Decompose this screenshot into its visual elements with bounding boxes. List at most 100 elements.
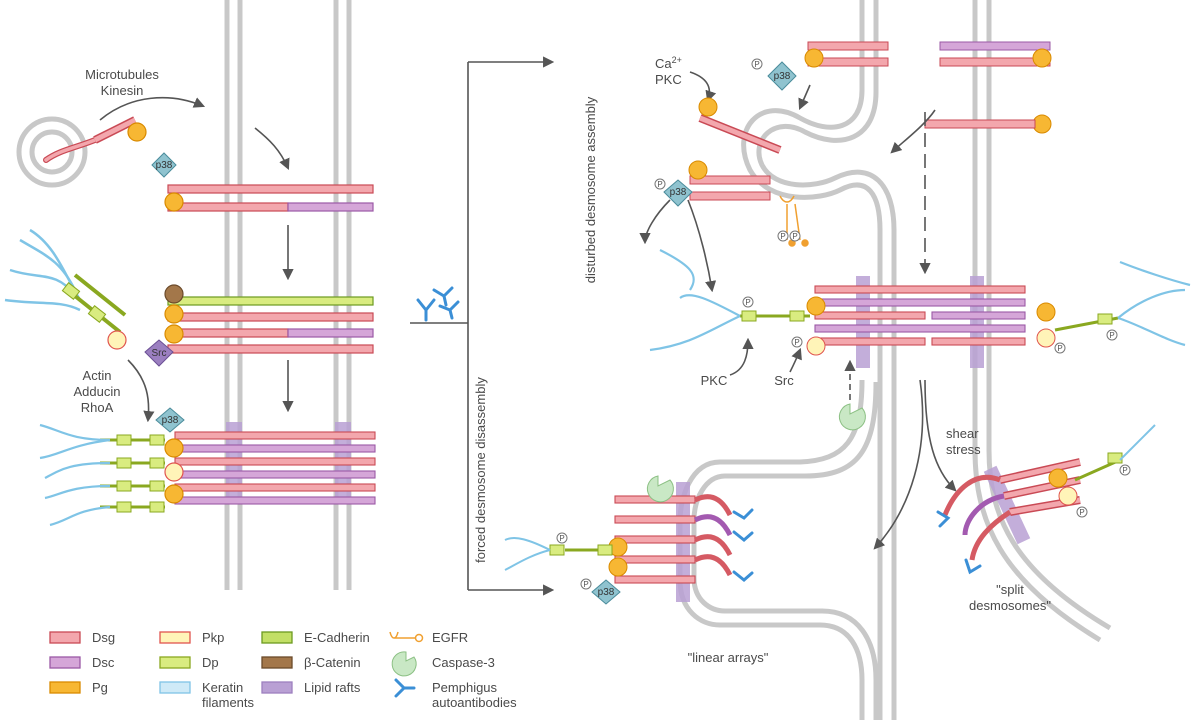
legend-label: Pkp: [202, 630, 224, 645]
arrow-microtubules: [99, 96, 206, 121]
svg-text:p38: p38: [774, 71, 791, 82]
dp-cluster-left: [61, 273, 127, 350]
keratin-cluster-left: [4, 228, 82, 312]
svg-text:P: P: [792, 232, 797, 241]
svg-text:P: P: [794, 338, 799, 347]
vesicle-dsg: [43, 116, 147, 163]
kinesin-label: Kinesin: [101, 83, 144, 98]
svg-text:P: P: [583, 580, 588, 589]
legend-label: Dsg: [92, 630, 115, 645]
legend-item-pg: Pg: [49, 680, 108, 695]
legend-label-line2: autoantibodies: [432, 695, 517, 710]
split-label-1: "split: [996, 582, 1024, 597]
legend-swatch: [49, 631, 81, 644]
disturbed-label: disturbed desmosome assembly: [583, 96, 598, 283]
legend-swatch: [49, 681, 81, 694]
arrow-p38-top: [798, 84, 811, 111]
svg-text:p38: p38: [156, 160, 173, 171]
svg-text:P: P: [657, 180, 662, 189]
caspase-mid: [838, 403, 866, 431]
arrow-p38-left: [639, 199, 671, 245]
arrow-down-left: [890, 109, 936, 154]
legend-label-line2: filaments: [202, 695, 255, 710]
stress-label: stress: [946, 442, 981, 457]
keratin-right-mid: [649, 249, 1191, 352]
pkc-top-label: PKC: [655, 72, 682, 87]
arrow-p38-down: [687, 199, 717, 293]
svg-text:p38: p38: [162, 415, 179, 426]
legend-label: β-Catenin: [304, 655, 361, 670]
svg-text:P: P: [745, 298, 750, 307]
ca-label: Ca2+: [655, 55, 682, 71]
step2-complex: Src: [144, 284, 374, 367]
legend-swatch: [159, 681, 191, 694]
p38-tag-mature: p38: [155, 407, 185, 433]
legend-swatch: [391, 651, 417, 677]
forced-label: forced desmosome disassembly: [473, 377, 488, 563]
legend-item-caspase-3: Caspase-3: [391, 651, 495, 677]
adducin-label: Adducin: [74, 384, 121, 399]
svg-text:P: P: [559, 534, 564, 543]
legend-item--catenin: β-Catenin: [261, 655, 361, 670]
legend-item-egfr: EGFR: [389, 630, 468, 645]
split-label-2: desmosomes": [969, 598, 1051, 613]
legend-item-dsg: Dsg: [49, 630, 115, 645]
svg-text:P: P: [754, 60, 759, 69]
legend-label: Caspase-3: [432, 655, 495, 670]
svg-text:P: P: [780, 232, 785, 241]
legend-swatch: [261, 656, 293, 669]
legend-label: E-Cadherin: [304, 630, 370, 645]
arrow-shear: [924, 379, 957, 492]
legend-label: Keratin: [202, 680, 243, 695]
antibody-center: [416, 286, 460, 322]
legend-item-pkp: Pkp: [159, 630, 224, 645]
arrow-linear: [873, 379, 924, 550]
microtubules-label: Microtubules: [85, 67, 159, 82]
src-mid-label: Src: [774, 373, 794, 388]
legend-swatch: [389, 631, 424, 643]
legend-swatch: [159, 631, 191, 644]
legend-label: Lipid rafts: [304, 680, 361, 695]
svg-text:P: P: [1122, 466, 1127, 475]
legend-label: Pg: [92, 680, 108, 695]
step1-complex: p38: [151, 152, 374, 212]
rhoa-label: RhoA: [81, 400, 114, 415]
legend-label: Dsc: [92, 655, 115, 670]
legend-item-dp: Dp: [159, 655, 219, 670]
svg-text:Src: Src: [152, 348, 167, 359]
p38-tag: p38: [151, 152, 177, 178]
legend-swatch: [49, 656, 81, 669]
legend-item-dsc: Dsc: [49, 655, 115, 670]
arrow-src: [789, 347, 802, 373]
legend-label: EGFR: [432, 630, 468, 645]
actin-label: Actin: [83, 368, 112, 383]
mature-desmosome: p38: [39, 407, 376, 527]
split-desmosome: P P: [936, 424, 1156, 575]
arrow-pkc: [729, 337, 754, 376]
svg-text:p38: p38: [670, 187, 687, 198]
shear-label: shear: [946, 426, 979, 441]
legend-label: Dp: [202, 655, 219, 670]
linear-arrays-label: "linear arrays": [688, 650, 769, 665]
arrow-to-membrane: [254, 127, 290, 171]
legend-item-lipid-rafts: Lipid rafts: [261, 680, 361, 695]
top-right-complex: p38 P: [751, 41, 1052, 134]
svg-text:P: P: [1079, 508, 1084, 517]
right-membranes: [677, 0, 1112, 720]
svg-text:p38: p38: [598, 587, 615, 598]
svg-text:P: P: [1109, 331, 1114, 340]
internalized-complex: p38 P: [654, 97, 782, 207]
src-tag: Src: [144, 339, 174, 367]
legend-swatch: [394, 678, 416, 698]
right-mid-desmosome: P P P P: [740, 276, 1119, 368]
legend-swatch: [261, 631, 293, 644]
legend-item-e-cadherin: E-Cadherin: [261, 630, 370, 645]
pkc-mid-label: PKC: [701, 373, 728, 388]
legend-label: Pemphigus: [432, 680, 498, 695]
linear-array: P p38 P: [504, 475, 754, 605]
